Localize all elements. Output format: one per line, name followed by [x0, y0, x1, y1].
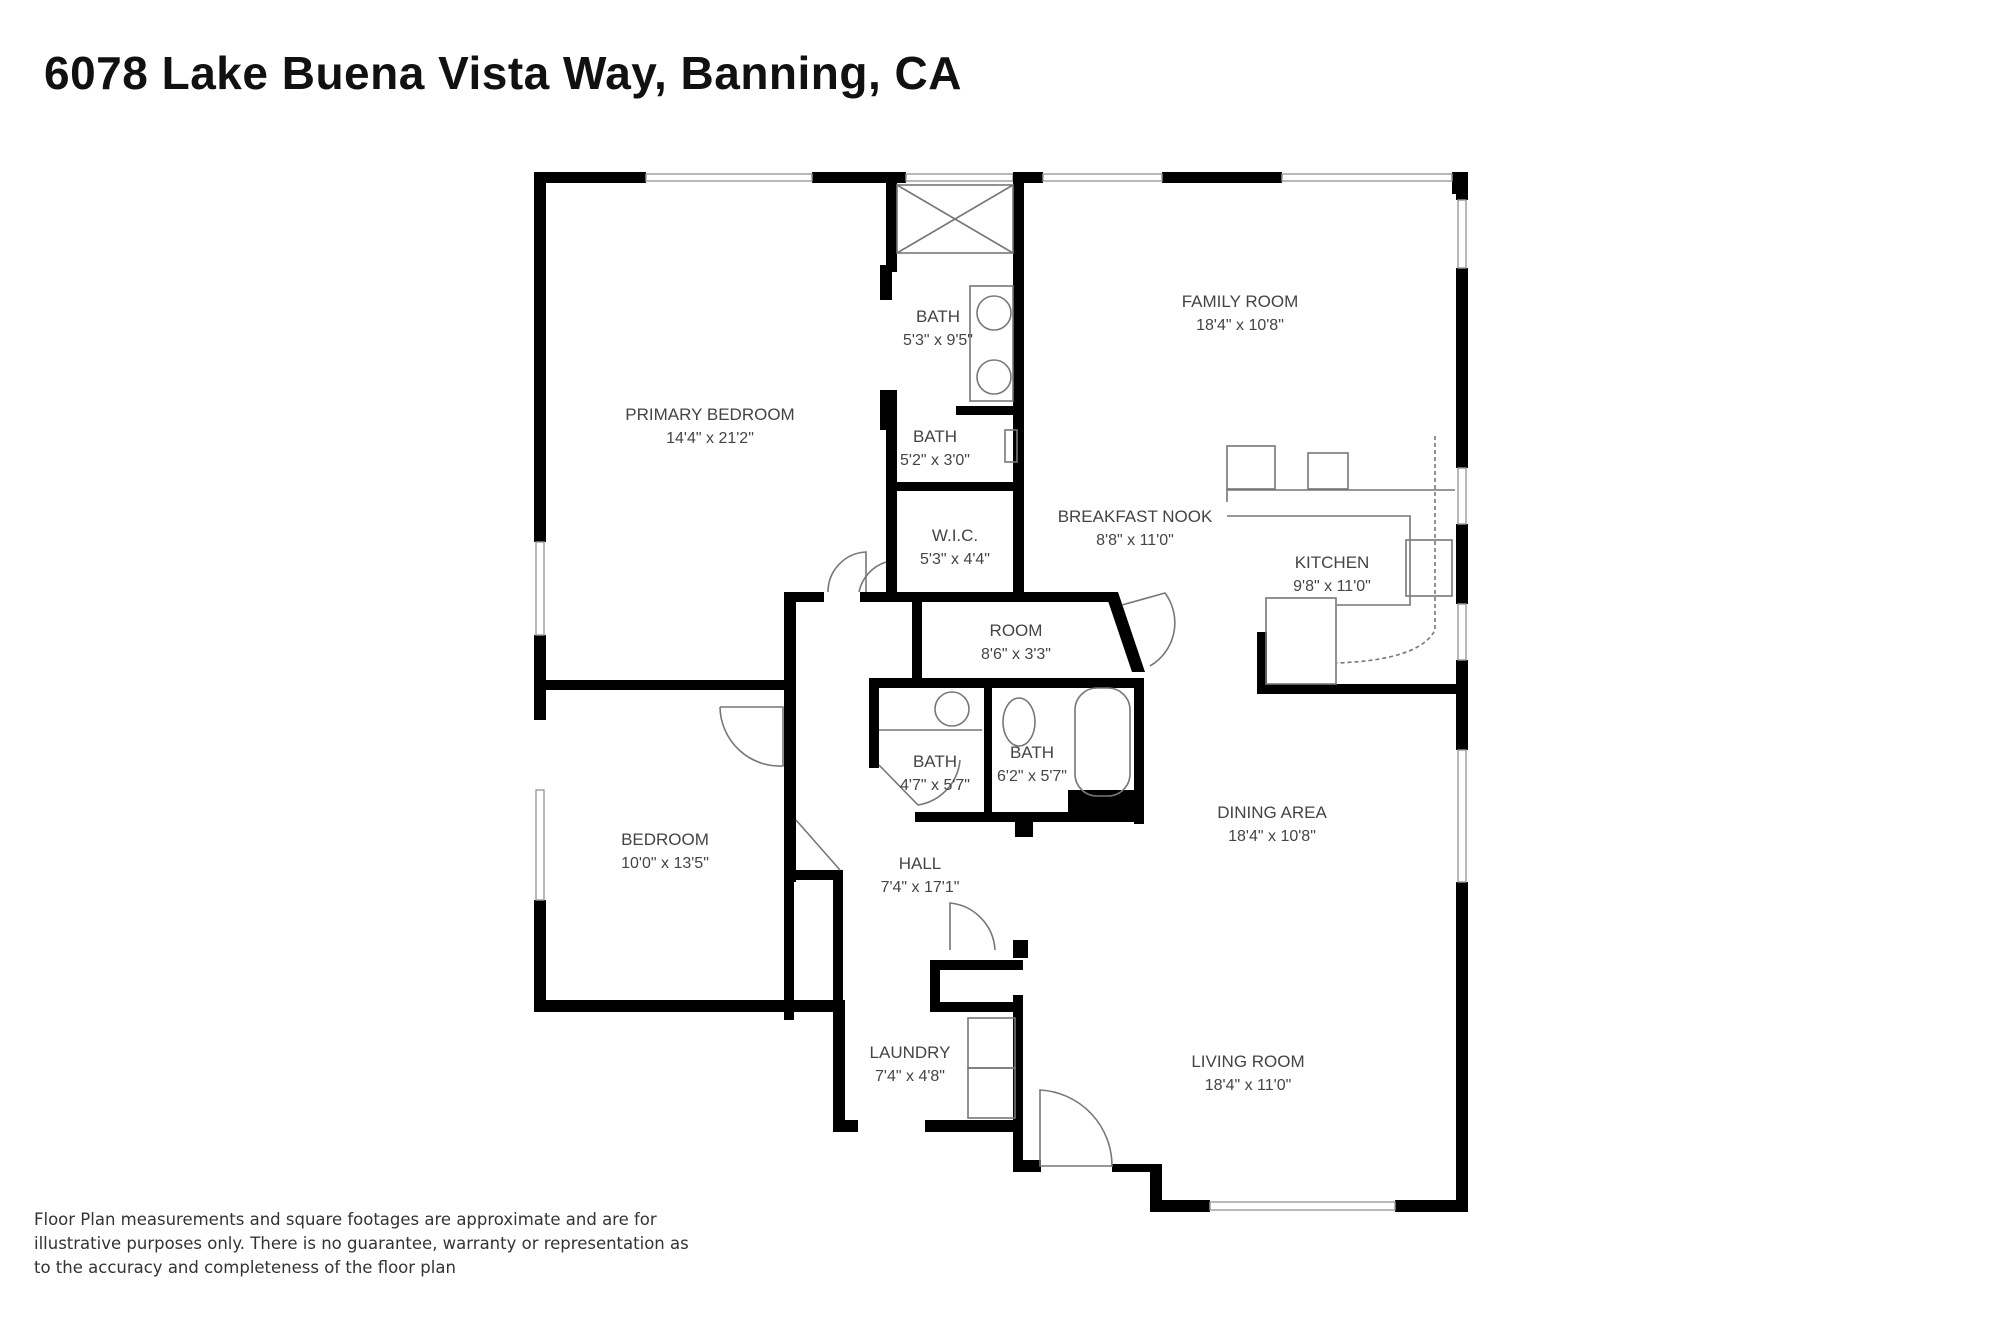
room-label-bath-small: BATH 5'2" x 3'0" — [900, 427, 970, 469]
svg-text:18'4" x 11'0": 18'4" x 11'0" — [1205, 1077, 1292, 1094]
room-label-primary-bedroom: PRIMARY BEDROOM 14'4" x 21'2" — [625, 405, 794, 447]
svg-text:5'3" x 4'4": 5'3" x 4'4" — [920, 551, 990, 568]
room-label-living-room: LIVING ROOM 18'4" x 11'0" — [1191, 1052, 1304, 1094]
svg-text:4'7" x 5'7": 4'7" x 5'7" — [900, 777, 970, 794]
room-label-family-room: FAMILY ROOM 18'4" x 10'8" — [1182, 292, 1299, 334]
svg-text:ROOM: ROOM — [990, 621, 1043, 640]
svg-text:BEDROOM: BEDROOM — [621, 830, 709, 849]
svg-text:BATH: BATH — [916, 307, 960, 326]
svg-text:BREAKFAST NOOK: BREAKFAST NOOK — [1058, 507, 1213, 526]
room-label-dining-area: DINING AREA 18'4" x 10'8" — [1217, 803, 1327, 845]
room-label-bath-hall-a: BATH 4'7" x 5'7" — [900, 752, 970, 794]
svg-text:FAMILY ROOM: FAMILY ROOM — [1182, 292, 1299, 311]
svg-text:14'4" x 21'2": 14'4" x 21'2" — [666, 430, 754, 447]
room-label-bedroom: BEDROOM 10'0" x 13'5" — [621, 830, 709, 872]
windows — [535, 173, 1467, 1211]
svg-text:7'4" x 17'1": 7'4" x 17'1" — [881, 879, 960, 896]
svg-text:BATH: BATH — [913, 427, 957, 446]
svg-text:LIVING ROOM: LIVING ROOM — [1191, 1052, 1304, 1071]
page-title: 6078 Lake Buena Vista Way, Banning, CA — [44, 47, 962, 99]
svg-text:10'0" x 13'5": 10'0" x 13'5" — [621, 855, 709, 872]
svg-text:PRIMARY BEDROOM: PRIMARY BEDROOM — [625, 405, 794, 424]
svg-text:9'8" x 11'0": 9'8" x 11'0" — [1293, 578, 1371, 595]
fixtures — [719, 184, 1455, 1167]
svg-text:18'4" x 10'8": 18'4" x 10'8" — [1196, 317, 1284, 334]
svg-text:5'2" x 3'0": 5'2" x 3'0" — [900, 452, 970, 469]
svg-text:8'6" x 3'3": 8'6" x 3'3" — [981, 646, 1051, 663]
room-label-laundry: LAUNDRY 7'4" x 4'8" — [870, 1043, 951, 1085]
disclaimer-text: Floor Plan measurements and square foota… — [34, 1210, 689, 1277]
svg-text:DINING AREA: DINING AREA — [1217, 803, 1327, 822]
svg-text:5'3" x 9'5": 5'3" x 9'5" — [903, 332, 973, 349]
svg-text:W.I.C.: W.I.C. — [932, 526, 978, 545]
svg-text:BATH: BATH — [1010, 743, 1054, 762]
room-label-breakfast-nook: BREAKFAST NOOK 8'8" x 11'0" — [1058, 507, 1213, 549]
svg-text:HALL: HALL — [899, 854, 942, 873]
room-label-kitchen: KITCHEN 9'8" x 11'0" — [1293, 553, 1371, 595]
room-label-bath-primary: BATH 5'3" x 9'5" — [903, 307, 973, 349]
room-label-bath-hall-b: BATH 6'2" x 5'7" — [997, 743, 1067, 785]
room-label-wic: W.I.C. 5'3" x 4'4" — [920, 526, 990, 568]
svg-text:BATH: BATH — [913, 752, 957, 771]
svg-text:7'4" x 4'8": 7'4" x 4'8" — [875, 1068, 945, 1085]
room-label-room: ROOM 8'6" x 3'3" — [981, 621, 1051, 663]
exterior-walls — [534, 172, 1468, 1212]
svg-text:LAUNDRY: LAUNDRY — [870, 1043, 951, 1062]
svg-text:6'2" x 5'7": 6'2" x 5'7" — [997, 768, 1067, 785]
svg-text:18'4" x 10'8": 18'4" x 10'8" — [1228, 828, 1316, 845]
interior-walls — [546, 172, 1468, 1020]
room-label-hall: HALL 7'4" x 17'1" — [881, 854, 960, 896]
svg-text:8'8" x 11'0": 8'8" x 11'0" — [1096, 532, 1174, 549]
svg-text:KITCHEN: KITCHEN — [1295, 553, 1370, 572]
